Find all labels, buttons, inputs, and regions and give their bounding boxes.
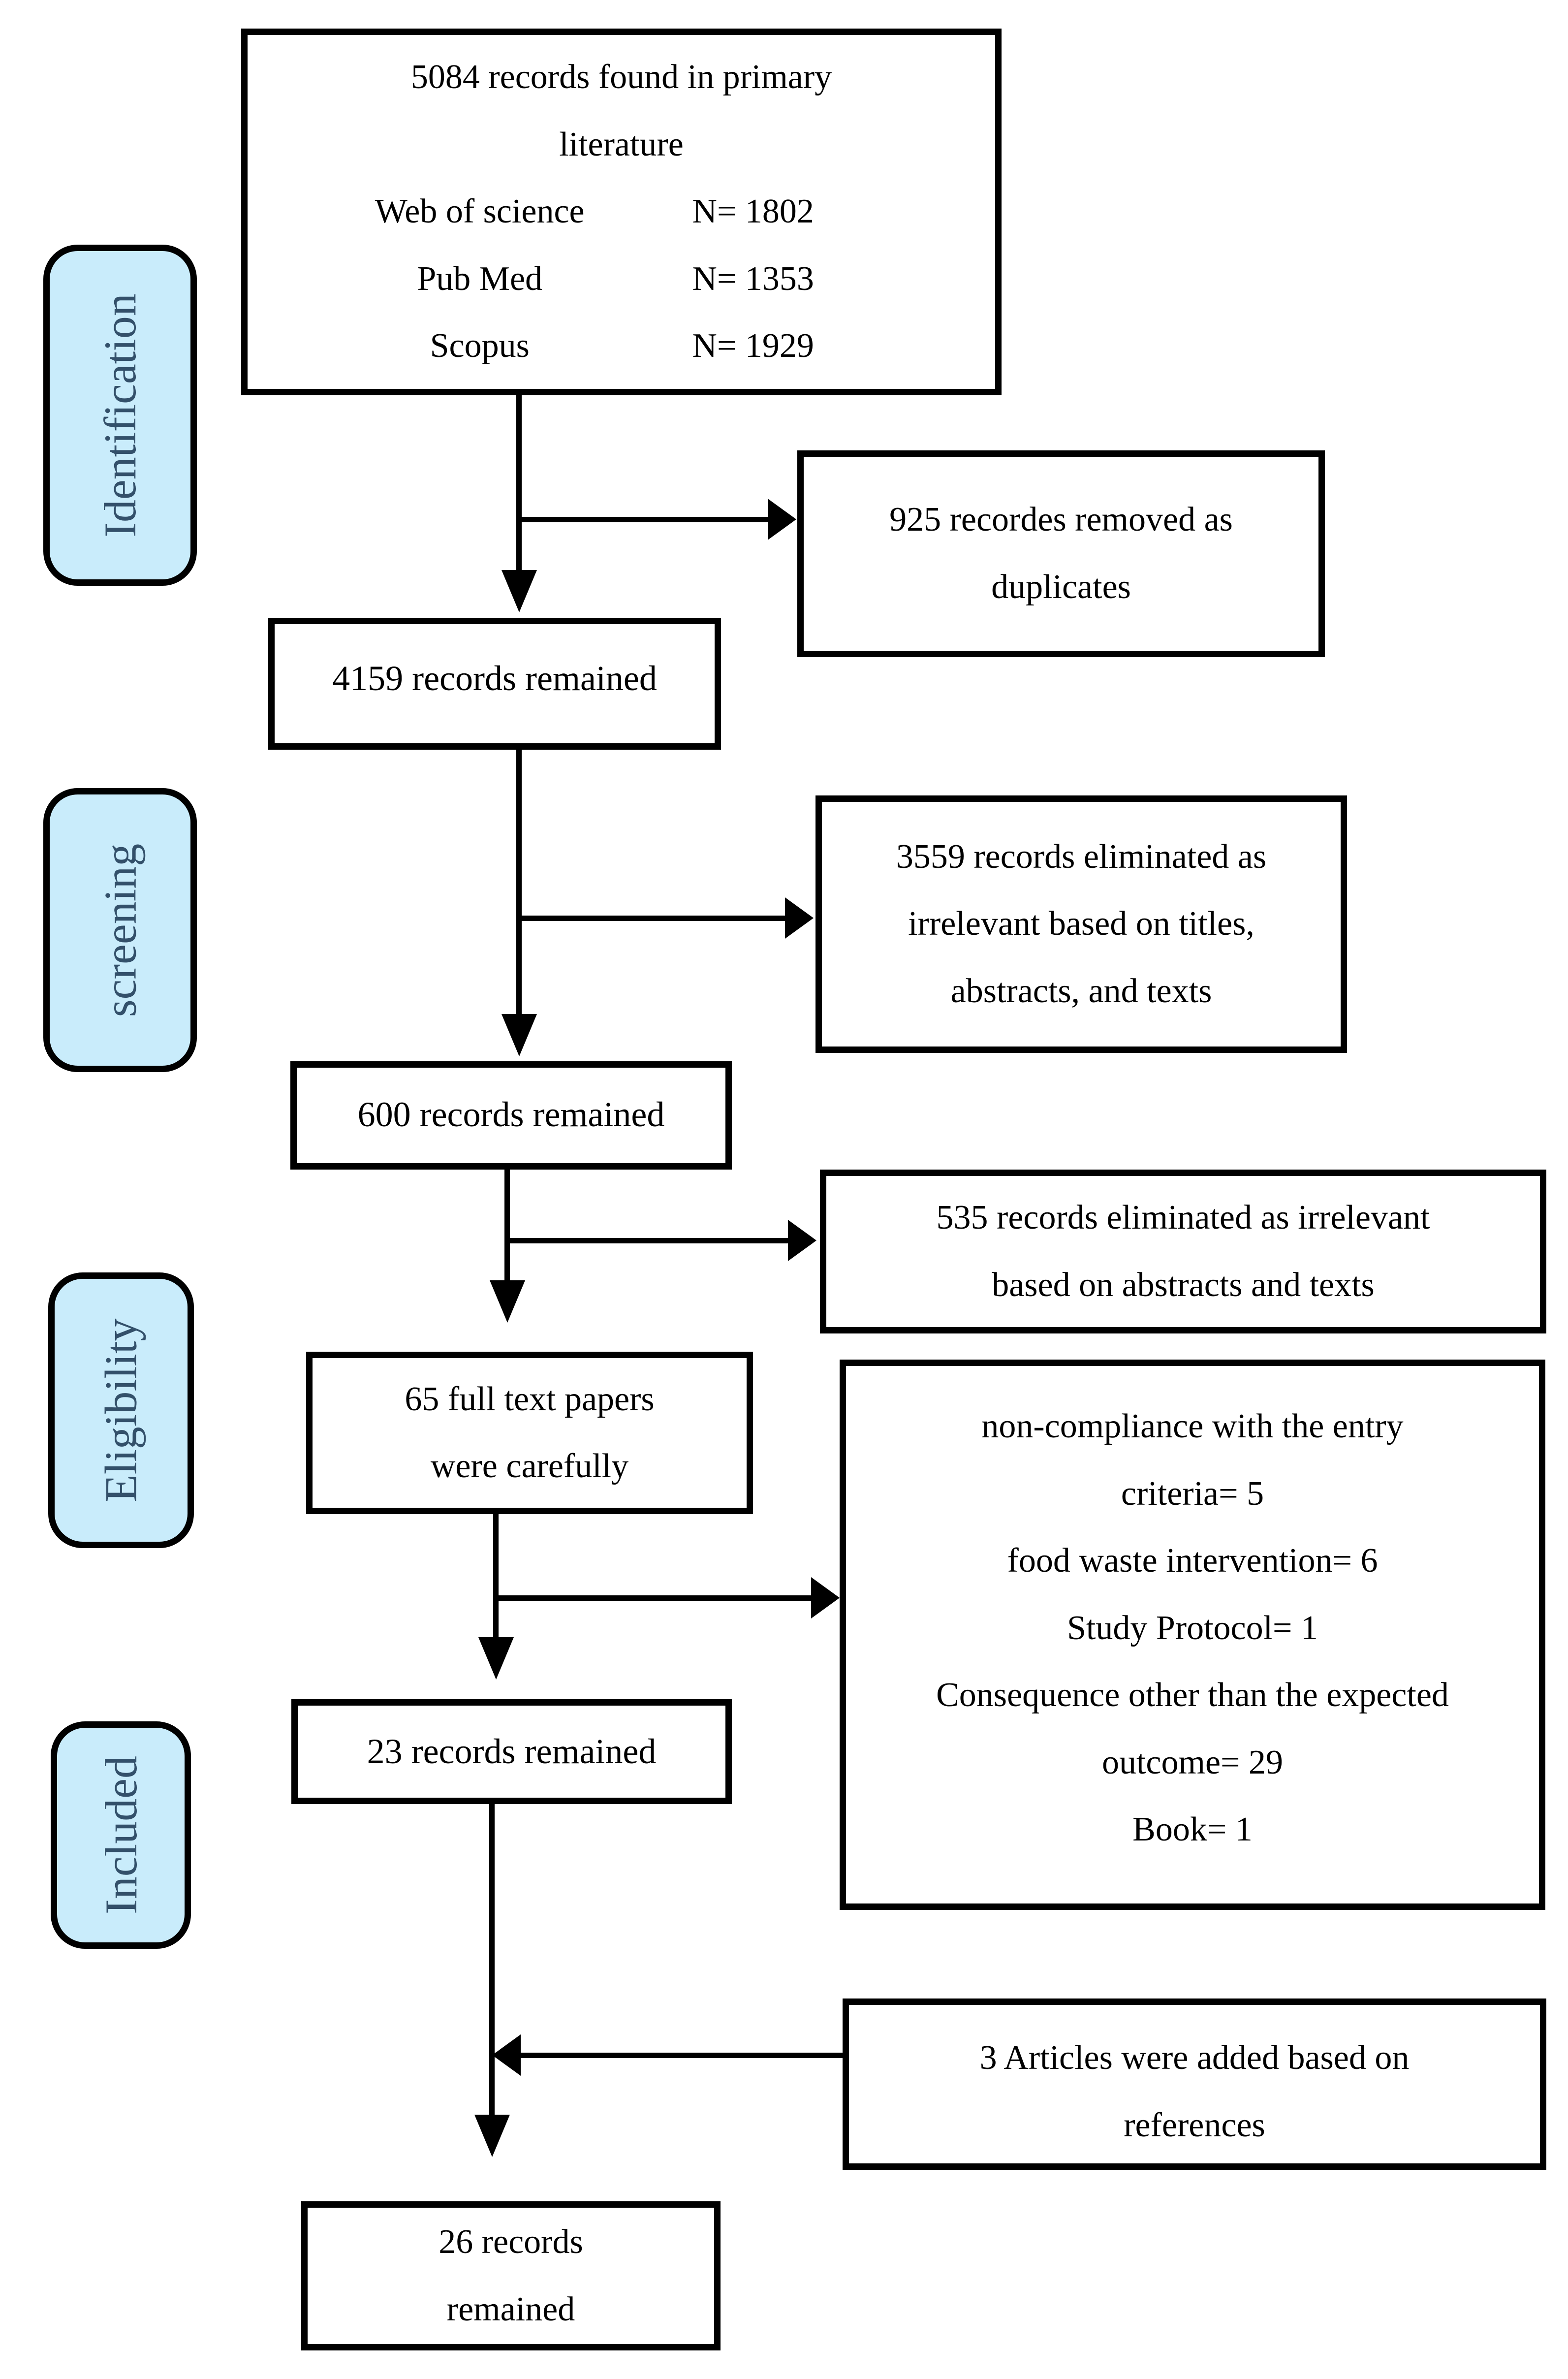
arrow-branch-to-3559-line bbox=[519, 916, 785, 921]
stage-label-eligibility-text: Eligibility bbox=[96, 1318, 146, 1502]
arrow-4159-to-600-head bbox=[502, 1014, 537, 1056]
stage-label-included-text: Included bbox=[95, 1756, 146, 1914]
source-count: N= 1802 bbox=[692, 192, 814, 231]
stage-label-screening-text: screening bbox=[95, 843, 146, 1017]
eliminated-535-line1: 535 records eliminated as irrelevant bbox=[936, 1199, 1430, 1237]
arrow-600-to-65-line bbox=[504, 1170, 510, 1282]
remained-23-text: 23 records remained bbox=[367, 1732, 657, 1772]
arrow-added-to-flow-head bbox=[492, 2034, 521, 2076]
records-found-title-line1: 5084 records found in primary bbox=[410, 58, 832, 96]
arrow-4159-to-600-line bbox=[516, 750, 522, 1016]
remained-600-text: 600 records remained bbox=[357, 1095, 665, 1134]
arrow-branch-to-535-line bbox=[507, 1238, 788, 1243]
arrow-branch-to-duplicates-line bbox=[519, 517, 768, 522]
remained-26-line1: 26 records bbox=[439, 2223, 583, 2261]
eliminated-3559-line1: 3559 records eliminated as bbox=[896, 837, 1267, 876]
source-count: N= 1929 bbox=[692, 327, 814, 365]
source-row-pubmed: Pub Med N= 1353 bbox=[267, 246, 975, 313]
arrow-branch-to-duplicates-head bbox=[768, 499, 796, 540]
arrow-65-to-23-line bbox=[493, 1514, 499, 1640]
exclusion-reason-entry-criteria-count: criteria= 5 bbox=[1121, 1474, 1264, 1513]
eliminated-3559-line3: abstracts, and texts bbox=[950, 972, 1212, 1010]
fulltext-65-line2: were carefully bbox=[430, 1447, 629, 1485]
box-records-found: 5084 records found in primary literature… bbox=[241, 29, 1002, 395]
duplicates-line1: 925 recordes removed as bbox=[889, 501, 1233, 539]
source-row-web-of-science: Web of science N= 1802 bbox=[267, 178, 975, 246]
arrow-found-to-4159-line bbox=[516, 394, 522, 576]
box-duplicates-removed: 925 recordes removed as duplicates bbox=[797, 450, 1325, 657]
records-found-title-line2: literature bbox=[559, 125, 684, 163]
exclusion-reason-book: Book= 1 bbox=[1132, 1810, 1253, 1848]
arrow-branch-to-3559-head bbox=[785, 897, 814, 939]
box-articles-added: 3 Articles were added based on reference… bbox=[843, 1998, 1546, 2170]
exclusion-reason-consequence-label: Consequence other than the expected bbox=[936, 1676, 1449, 1714]
arrow-65-to-23-head bbox=[478, 1637, 514, 1680]
eliminated-3559-line2: irrelevant based on titles, bbox=[908, 905, 1254, 943]
eliminated-535-line2: based on abstracts and texts bbox=[992, 1266, 1375, 1304]
remained-4159-text: 4159 records remained bbox=[332, 659, 657, 698]
arrow-23-to-26-head bbox=[474, 2115, 510, 2157]
box-exclusion-reasons: non-compliance with the entry criteria= … bbox=[840, 1360, 1545, 1910]
arrow-branch-to-exclusions-head bbox=[811, 1577, 840, 1618]
stage-label-identification-text: Identification bbox=[95, 293, 146, 538]
arrow-23-to-26-line bbox=[489, 1804, 495, 2117]
duplicates-line2: duplicates bbox=[991, 568, 1131, 606]
box-records-remained-23: 23 records remained bbox=[291, 1699, 732, 1804]
source-name: Pub Med bbox=[417, 259, 543, 298]
exclusion-reason-study-protocol: Study Protocol= 1 bbox=[1066, 1609, 1318, 1647]
arrow-added-to-flow-line bbox=[521, 2053, 843, 2058]
arrow-branch-to-535-head bbox=[788, 1220, 816, 1261]
source-name: Web of science bbox=[375, 192, 585, 231]
exclusion-reason-food-waste: food waste intervention= 6 bbox=[1007, 1542, 1378, 1580]
source-name: Scopus bbox=[430, 327, 530, 365]
exclusion-reason-consequence-count: outcome= 29 bbox=[1101, 1743, 1283, 1781]
stage-label-screening: screening bbox=[43, 788, 197, 1072]
source-row-scopus: Scopus N= 1929 bbox=[267, 313, 975, 380]
stage-label-included: Included bbox=[51, 1721, 191, 1949]
arrow-branch-to-exclusions-line bbox=[496, 1595, 811, 1601]
box-records-remained-26: 26 records remained bbox=[301, 2201, 721, 2350]
stage-label-identification: Identification bbox=[43, 245, 197, 586]
box-fulltext-65: 65 full text papers were carefully bbox=[306, 1352, 753, 1514]
box-records-remained-4159: 4159 records remained bbox=[268, 618, 721, 750]
box-eliminated-535: 535 records eliminated as irrelevant bas… bbox=[820, 1170, 1546, 1333]
box-eliminated-3559: 3559 records eliminated as irrelevant ba… bbox=[815, 795, 1347, 1053]
fulltext-65-line1: 65 full text papers bbox=[405, 1380, 655, 1418]
remained-26-line2: remained bbox=[446, 2290, 575, 2328]
exclusion-reason-entry-criteria-label: non-compliance with the entry bbox=[981, 1407, 1404, 1445]
box-records-remained-600: 600 records remained bbox=[290, 1061, 732, 1170]
articles-added-line1: 3 Articles were added based on bbox=[979, 2039, 1410, 2077]
articles-added-line2: references bbox=[1124, 2106, 1265, 2144]
arrow-found-to-4159-head bbox=[502, 570, 537, 612]
source-count: N= 1353 bbox=[692, 259, 814, 298]
stage-label-eligibility: Eligibility bbox=[48, 1272, 194, 1548]
arrow-600-to-65-head bbox=[490, 1280, 525, 1323]
